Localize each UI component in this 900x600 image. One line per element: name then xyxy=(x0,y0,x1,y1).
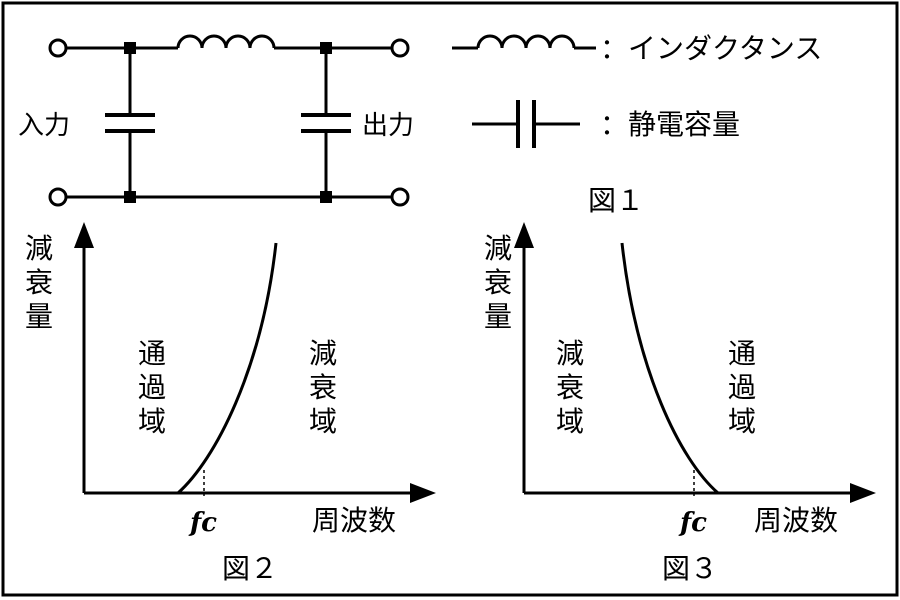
fig2-attenuation-curve xyxy=(177,242,278,495)
fig2-right-region-char: 衰 xyxy=(309,371,337,404)
fig3-left-region-char: 衰 xyxy=(556,371,584,404)
fig2-left-region-char: 過 xyxy=(138,371,166,404)
fig2-y-label-char: 減 xyxy=(25,232,53,265)
fig3-cutoff-label: fc xyxy=(678,508,707,538)
fig2-x-axis-arrow xyxy=(410,483,436,503)
fig3-y-label-char: 衰 xyxy=(484,266,512,299)
junction-node xyxy=(124,42,136,54)
input-terminal-top xyxy=(48,38,68,58)
fig3-right-region-char: 通 xyxy=(728,337,756,370)
legend-capacitor-symbol xyxy=(472,100,580,148)
input-terminal-bottom xyxy=(48,187,68,207)
fig2-right-region-char: 減 xyxy=(309,337,337,370)
inductance-legend-label: ：インダクタンス xyxy=(600,32,822,65)
fig2-left-region-char: 通 xyxy=(138,337,166,370)
figure-3-label: 図３ xyxy=(662,552,718,585)
fig2-left-region-char: 域 xyxy=(138,405,166,438)
fig3-graph: 減 衰 量 減 衰 域 通 過 域 fc 周波数 図３ xyxy=(484,222,876,585)
fig3-y-label-char: 減 xyxy=(484,232,512,265)
fig3-attenuation-curve xyxy=(620,242,719,495)
fig2-y-label-char: 衰 xyxy=(25,266,53,299)
fig3-x-axis-arrow xyxy=(850,483,876,503)
junction-node xyxy=(320,42,332,54)
fig3-right-region-char: 域 xyxy=(728,405,756,438)
figure-2-label: 図２ xyxy=(222,552,278,585)
junction-node xyxy=(124,191,136,203)
junction-node xyxy=(320,191,332,203)
fig3-left-region-char: 域 xyxy=(556,405,584,438)
fig2-y-axis-arrow xyxy=(74,222,94,248)
fig2-graph: 減 衰 量 通 過 域 減 衰 域 fc 周波数 図２ xyxy=(25,222,436,585)
fig3-left-region-char: 減 xyxy=(556,337,584,370)
input-label: 入力 xyxy=(18,111,70,141)
fig2-y-label-char: 量 xyxy=(25,300,53,333)
output-label: 出力 xyxy=(362,111,414,141)
fig3-y-label-char: 量 xyxy=(484,300,512,333)
inductor-coil xyxy=(176,34,276,49)
fig3-x-label: 周波数 xyxy=(754,504,838,537)
fig3-right-region-char: 過 xyxy=(728,371,756,404)
filter-circuit xyxy=(66,34,392,199)
figure-1-label: 図１ xyxy=(588,184,644,217)
output-terminal-bottom xyxy=(390,187,410,207)
fig2-right-region-char: 域 xyxy=(309,405,337,438)
fig3-y-axis-arrow xyxy=(514,222,534,248)
fig2-cutoff-label: fc xyxy=(188,508,217,538)
legend-inductor-symbol xyxy=(452,34,596,50)
output-terminal-top xyxy=(390,38,410,58)
capacitance-legend-label: ：静電容量 xyxy=(600,108,740,141)
fig2-x-label: 周波数 xyxy=(312,504,396,537)
